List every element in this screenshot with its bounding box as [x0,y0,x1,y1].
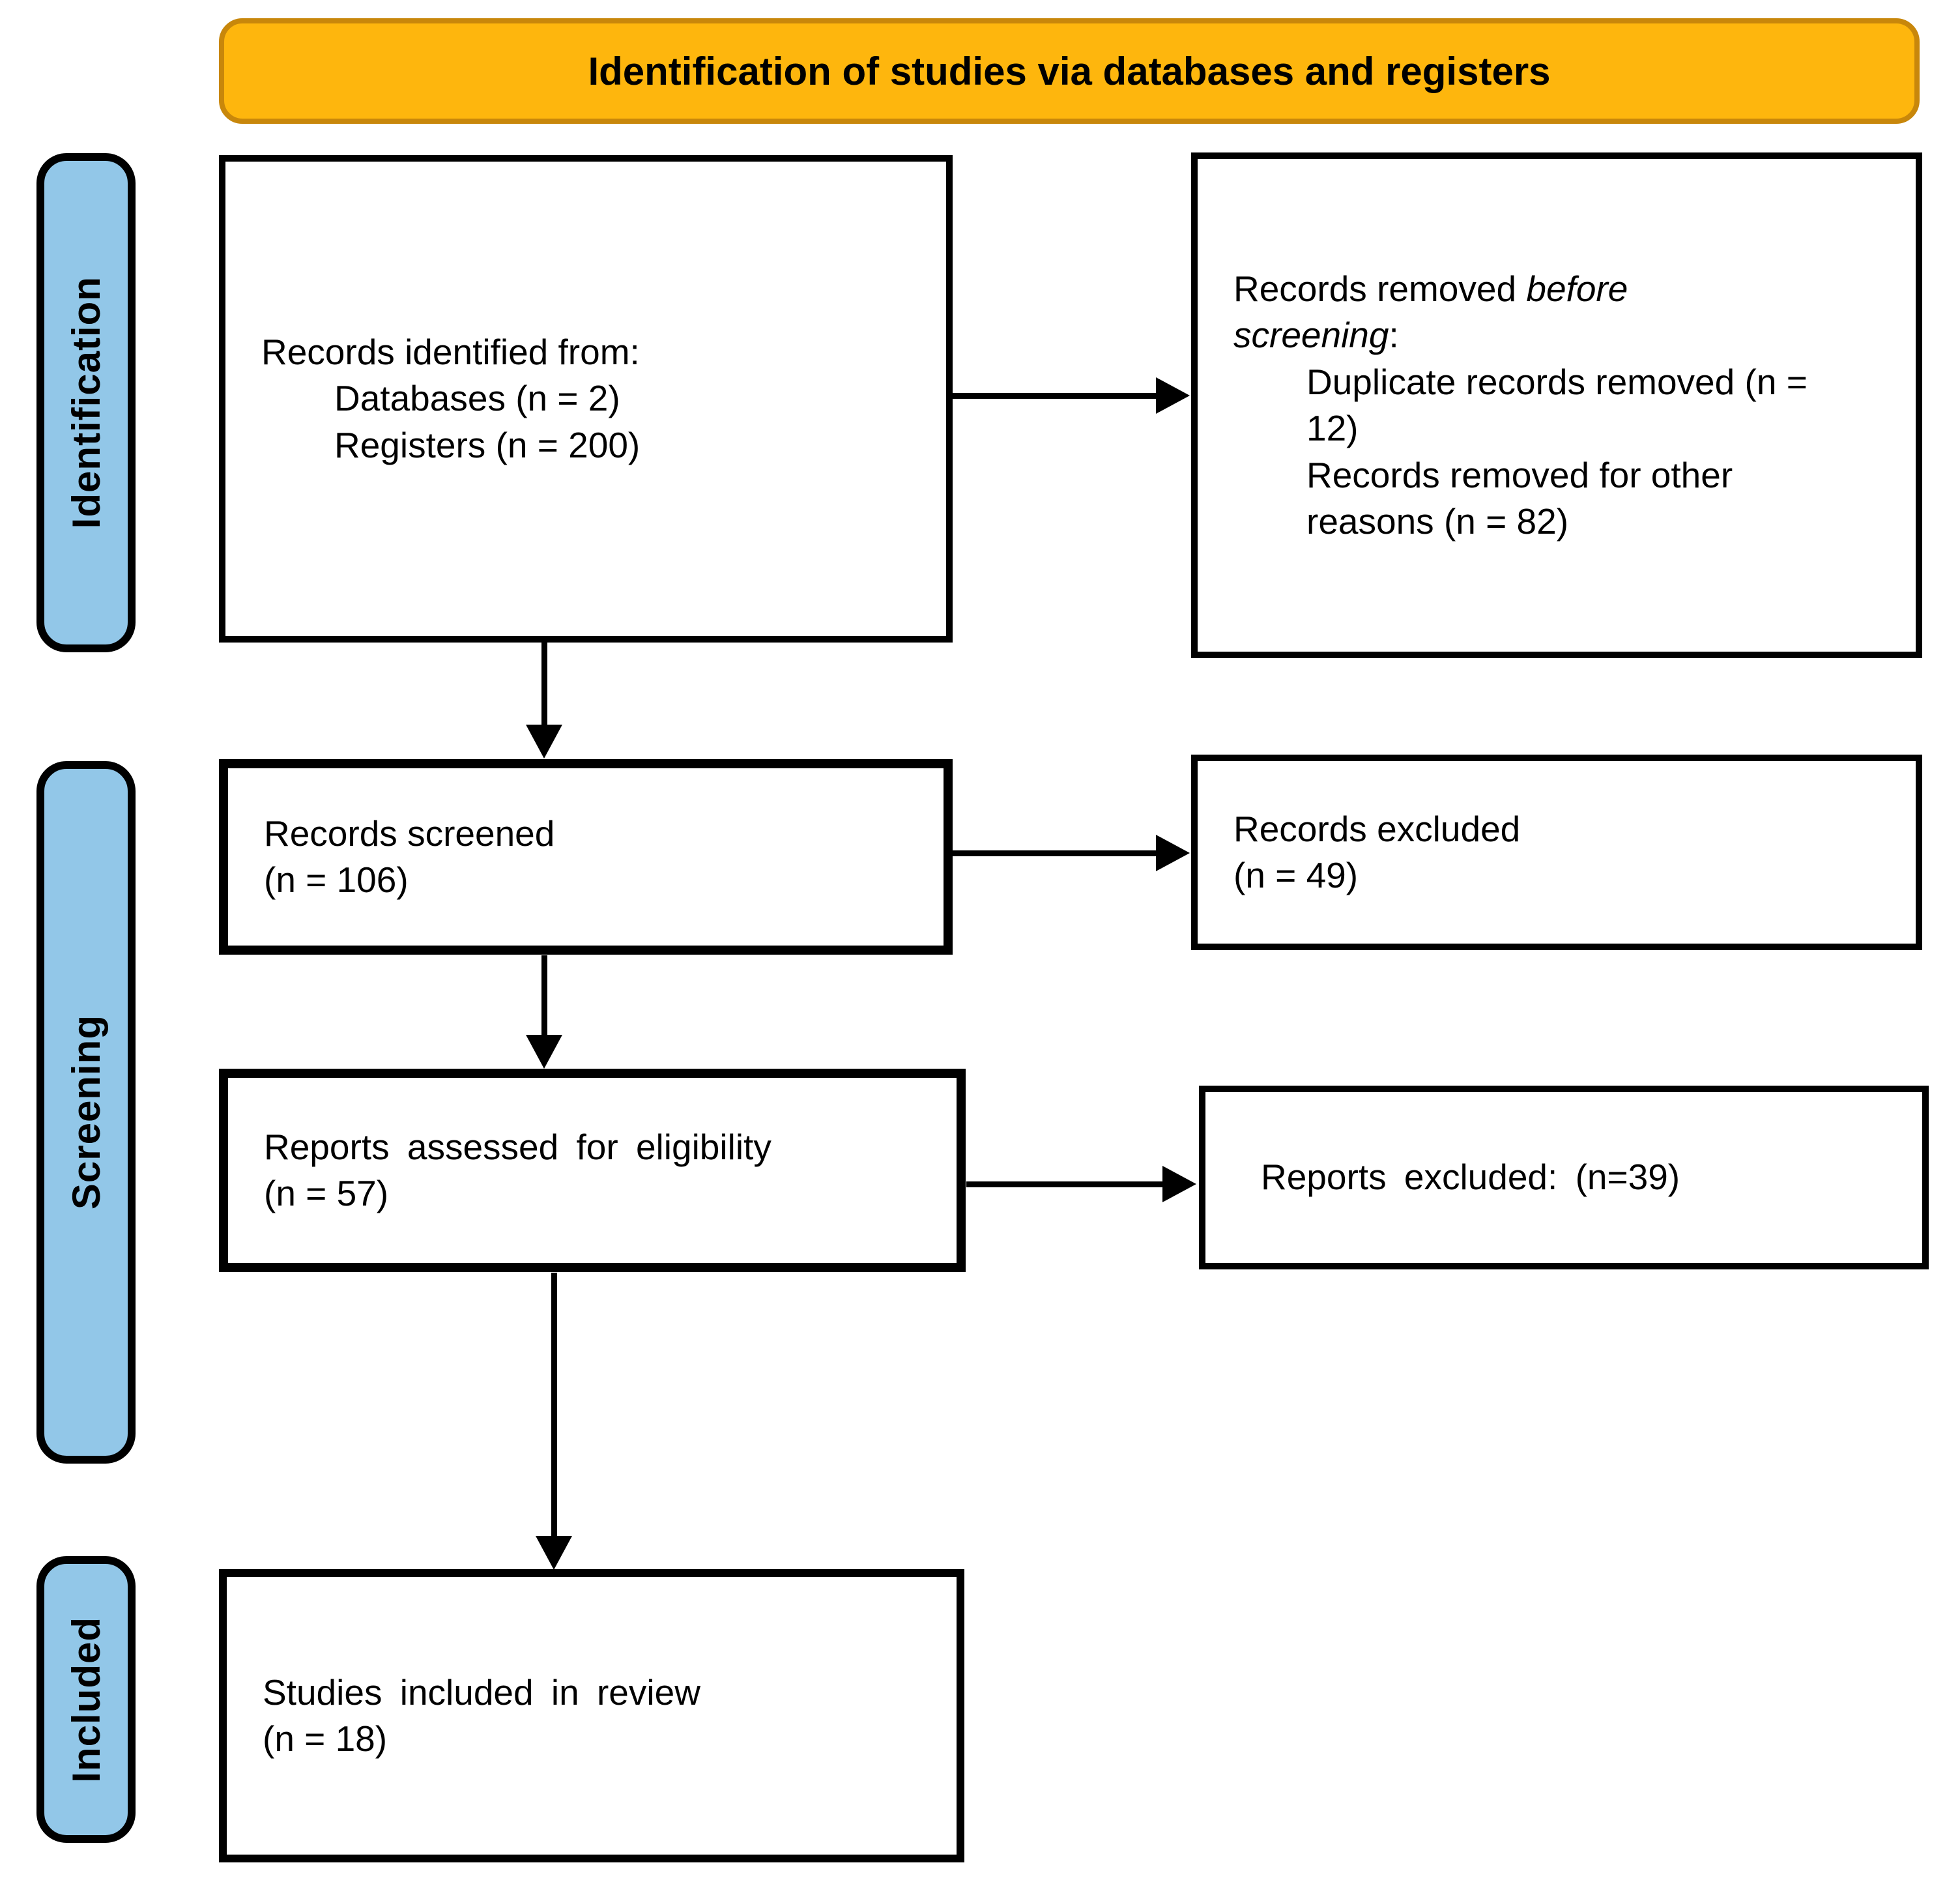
records-screened-box: Records screened (n = 106) [219,759,953,955]
stage-label-screening: Screening [36,761,136,1464]
records-excluded-box: Records excluded (n = 49) [1191,755,1922,950]
records-removed-other-reasons: Records removed for other reasons (n = 8… [1306,454,1733,542]
arrowhead-down-icon [526,725,562,759]
diagram-title: Identification of studies via databases … [588,49,1551,93]
records-removed-box: Records removed before screening: Duplic… [1191,152,1922,658]
records-identified-box: Records identified from: Databases (n = … [219,155,953,643]
reports-assessed-count: (n = 57) [264,1173,389,1213]
arrow-line [953,393,1160,399]
stage-label-screening-text: Screening [64,1015,108,1210]
studies-included-count: (n = 18) [263,1718,388,1759]
studies-included-box: Studies included in review (n = 18) [219,1569,964,1862]
arrow-line [551,1273,557,1540]
stage-label-identification-text: Identification [64,276,108,529]
arrowhead-down-icon [536,1536,572,1570]
records-removed-heading-pre: Records removed [1233,268,1527,309]
stage-label-included-text: Included [64,1616,108,1783]
reports-excluded-line: Reports excluded: (n=39) [1261,1157,1680,1198]
diagram-title-banner: Identification of studies via databases … [219,18,1920,124]
records-identified-databases: Databases (n = 2) [334,378,620,419]
records-removed-heading-italic: before screening [1233,268,1628,356]
arrow-line [953,850,1160,856]
arrow-line [541,955,547,1039]
records-excluded-line: Records excluded [1233,808,1521,849]
records-identified-line: Records identified from: [261,331,640,372]
arrowhead-down-icon [526,1035,562,1069]
arrowhead-right-icon [1156,835,1190,871]
reports-assessed-box: Reports assessed for eligibility (n = 57… [219,1069,966,1272]
duplicate-records-removed: Duplicate records removed (n = 12) [1306,361,1808,449]
records-removed-heading: Records removed before screening: [1233,266,1703,359]
studies-included-line: Studies included in review [263,1671,700,1713]
arrowhead-right-icon [1156,377,1190,414]
records-excluded-count: (n = 49) [1233,855,1359,895]
stage-label-included: Included [36,1556,136,1843]
records-screened-count: (n = 106) [264,860,409,900]
records-screened-line: Records screened [264,813,555,854]
reports-assessed-line: Reports assessed for eligibility [264,1126,771,1167]
stage-label-identification: Identification [36,153,136,652]
arrow-line [966,1181,1165,1187]
records-identified-registers: Registers (n = 200) [334,424,641,465]
arrowhead-right-icon [1162,1166,1196,1202]
records-removed-heading-post: : [1389,315,1399,355]
reports-excluded-box: Reports excluded: (n=39) [1199,1086,1929,1269]
arrow-line [541,643,547,729]
